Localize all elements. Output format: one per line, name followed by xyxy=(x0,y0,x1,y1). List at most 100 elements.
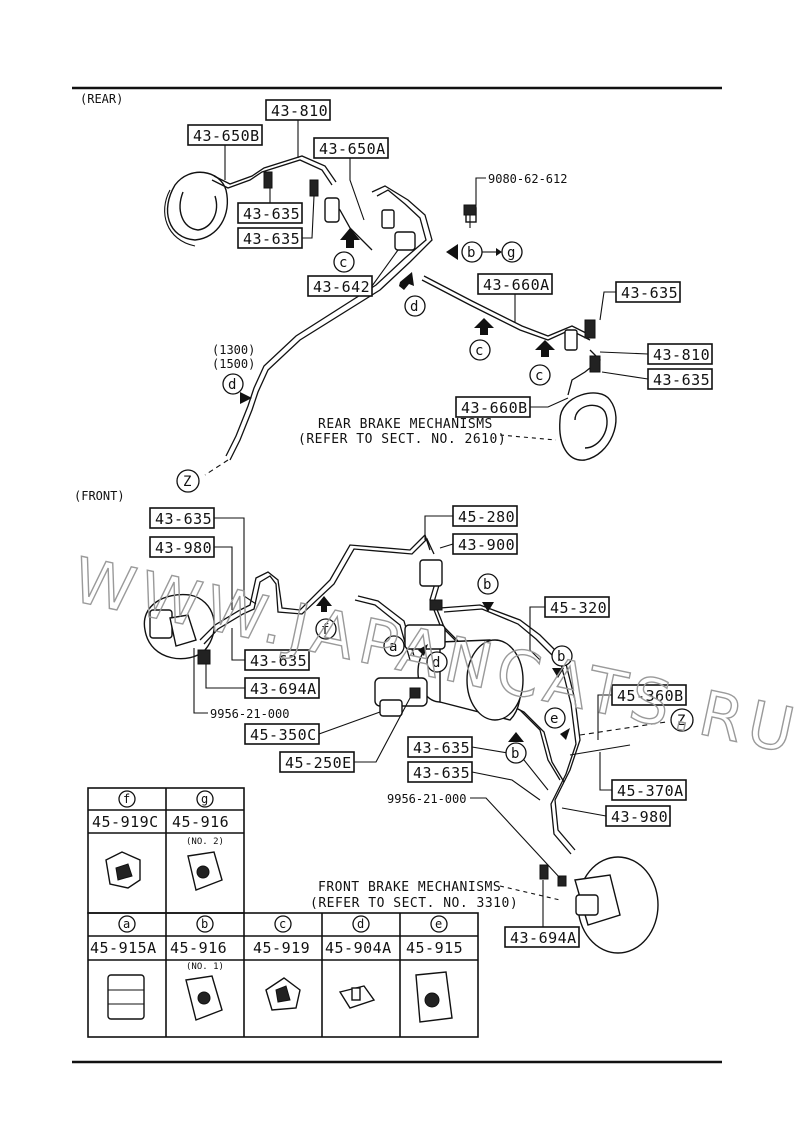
callout-f-front: f xyxy=(315,618,337,640)
label-45-280: 45-280 xyxy=(424,505,518,540)
callout-c-rear-2: c xyxy=(469,339,491,361)
rear-fittings xyxy=(263,171,601,373)
svg-text:c: c xyxy=(475,343,483,359)
svg-text:9956-21-000: 9956-21-000 xyxy=(210,707,289,721)
section-title-rear: (REAR) xyxy=(80,92,123,106)
callout-z-front: Z xyxy=(670,708,694,732)
svg-text:45-280: 45-280 xyxy=(458,508,515,526)
label-43-660A: 43-660A xyxy=(477,273,553,322)
svg-text:43-810: 43-810 xyxy=(271,102,328,120)
label-9956-front-b: 9956-21-000 xyxy=(387,792,561,879)
svg-text:f: f xyxy=(123,792,130,806)
label-45-350C: 45-350C xyxy=(244,711,381,745)
svg-text:43-900: 43-900 xyxy=(458,536,515,554)
svg-text:b: b xyxy=(483,577,491,593)
label-43-650B: 43-650B xyxy=(187,124,263,180)
callout-b-front-1: b xyxy=(477,573,499,595)
svg-text:43-694A: 43-694A xyxy=(510,929,577,947)
svg-text:43-660A: 43-660A xyxy=(483,276,550,294)
callout-c-rear-1: c xyxy=(333,251,355,273)
rear-brake-pipes xyxy=(204,155,601,476)
svg-text:(REFER TO SECT. NO. 3310): (REFER TO SECT. NO. 3310) xyxy=(310,896,518,911)
svg-text:45-250E: 45-250E xyxy=(285,754,352,772)
label-43-980-front-a: 43-980 xyxy=(149,536,233,610)
svg-text:43-635: 43-635 xyxy=(243,230,300,248)
svg-text:45-915A: 45-915A xyxy=(90,939,157,957)
svg-text:(1300): (1300) xyxy=(212,343,255,357)
svg-text:43-810: 43-810 xyxy=(653,346,710,364)
callout-d-front: d xyxy=(426,651,448,673)
label-45-370A: 45-370A xyxy=(599,752,687,801)
svg-text:43-635: 43-635 xyxy=(413,739,470,757)
rear-left-backing-plate xyxy=(164,171,228,247)
label-43-650A: 43-650A xyxy=(313,137,389,221)
clip-cell-b: b 45-916 (NO. 1) xyxy=(170,915,227,1021)
callout-c-rear-3: c xyxy=(529,364,551,386)
callout-z-rear: Z xyxy=(176,469,200,493)
svg-text:43-635: 43-635 xyxy=(250,652,307,670)
svg-text:45-919C: 45-919C xyxy=(92,813,159,831)
svg-text:g: g xyxy=(507,245,515,261)
label-43-642: 43-642 xyxy=(307,249,399,297)
rear-arrows xyxy=(240,228,555,404)
label-engine-variants: (1300) (1500) xyxy=(212,343,255,371)
callout-b-front-2: b xyxy=(551,645,573,667)
svg-text:d: d xyxy=(357,917,364,931)
svg-text:Z: Z xyxy=(183,474,191,490)
svg-text:d: d xyxy=(432,655,440,671)
svg-text:b: b xyxy=(467,245,475,261)
svg-text:43-650B: 43-650B xyxy=(193,127,260,145)
label-43-660B: 43-660B xyxy=(455,396,569,418)
svg-text:43-635: 43-635 xyxy=(413,764,470,782)
rear-right-drum xyxy=(499,392,617,461)
svg-text:b: b xyxy=(511,746,519,762)
svg-text:b: b xyxy=(201,917,208,931)
clip-cell-f: f 45-919C xyxy=(92,790,159,889)
svg-text:43-980: 43-980 xyxy=(155,539,212,557)
svg-text:REAR BRAKE MECHANISMS: REAR BRAKE MECHANISMS xyxy=(318,417,493,432)
svg-text:43-650A: 43-650A xyxy=(319,140,386,158)
svg-text:45-916: 45-916 xyxy=(172,813,229,831)
front-left-disc xyxy=(143,593,215,660)
callout-b-rear: b xyxy=(461,241,502,263)
callout-a-front: a xyxy=(383,635,405,657)
svg-text:45-360B: 45-360B xyxy=(617,687,684,705)
svg-text:e: e xyxy=(550,711,558,727)
rear-bolt-9080 xyxy=(463,204,477,228)
svg-text:45-904A: 45-904A xyxy=(325,939,392,957)
svg-text:FRONT BRAKE MECHANISMS: FRONT BRAKE MECHANISMS xyxy=(318,880,501,895)
svg-text:45-320: 45-320 xyxy=(550,599,607,617)
label-43-810-right: 43-810 xyxy=(599,343,713,365)
rear-brake-note: REAR BRAKE MECHANISMS (REFER TO SECT. NO… xyxy=(298,417,506,447)
clip-cell-c: c 45-919 xyxy=(253,915,310,1011)
svg-text:Z: Z xyxy=(677,713,685,729)
svg-text:43-635: 43-635 xyxy=(653,371,710,389)
svg-text:9080-62-612: 9080-62-612 xyxy=(488,172,567,186)
svg-text:a: a xyxy=(389,639,397,655)
svg-text:43-694A: 43-694A xyxy=(250,680,317,698)
front-right-disc xyxy=(539,856,659,954)
label-43-810-top: 43-810 xyxy=(265,99,331,158)
label-43-635-rear-d: 43-635 xyxy=(601,368,713,390)
svg-text:b: b xyxy=(557,649,565,665)
label-45-360B: 45-360B xyxy=(597,684,687,740)
label-43-694A-front-a: 43-694A xyxy=(197,649,320,699)
callout-b-front-3: b xyxy=(505,742,527,764)
svg-text:d: d xyxy=(228,377,236,393)
svg-text:45-916: 45-916 xyxy=(170,939,227,957)
label-43-635-rear-a: 43-635 xyxy=(237,188,303,224)
svg-text:(NO. 1): (NO. 1) xyxy=(186,962,224,972)
label-43-635-front-d: 43-635 xyxy=(407,761,541,801)
svg-text:c: c xyxy=(339,255,347,271)
label-43-635-front-a: 43-635 xyxy=(149,507,257,605)
svg-text:d: d xyxy=(410,299,418,315)
clip-cell-a: a 45-915A xyxy=(90,915,157,1020)
callout-e-front: e xyxy=(544,707,566,729)
svg-text:(NO. 2): (NO. 2) xyxy=(186,837,224,847)
clip-cell-d: d 45-904A xyxy=(325,915,392,1009)
svg-text:43-642: 43-642 xyxy=(313,278,370,296)
clip-cell-g: g 45-916 (NO. 2) xyxy=(172,790,229,891)
clip-cell-e: e 45-915 xyxy=(406,915,463,1023)
svg-text:(1500): (1500) xyxy=(212,357,255,371)
